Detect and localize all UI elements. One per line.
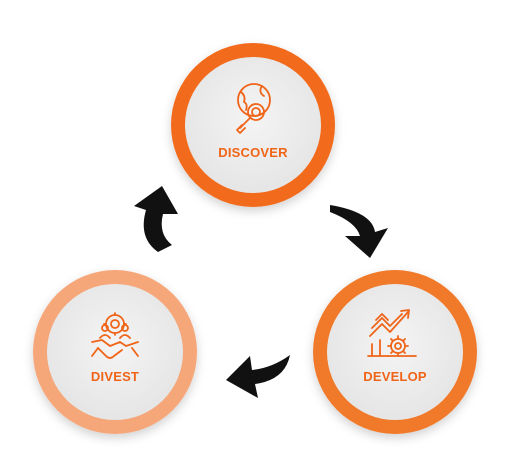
divest-inner [47, 284, 183, 420]
node-divest: DIVEST [33, 270, 197, 434]
discover-inner [185, 57, 321, 193]
arrow-develop-to-divest [226, 355, 290, 398]
divest-label: DIVEST [91, 369, 139, 384]
globe-magnifier-icon [236, 83, 271, 134]
arrow-discover-to-develop [330, 205, 388, 258]
node-discover: DISCOVER [171, 43, 335, 207]
handshake-people-gear-icon [91, 312, 139, 359]
node-develop: DEVELOP [313, 270, 477, 434]
arrow-divest-to-discover [134, 186, 178, 252]
develop-label: DEVELOP [363, 369, 427, 384]
discover-label: DISCOVER [218, 145, 288, 160]
growth-chart-gear-icon [367, 309, 417, 357]
